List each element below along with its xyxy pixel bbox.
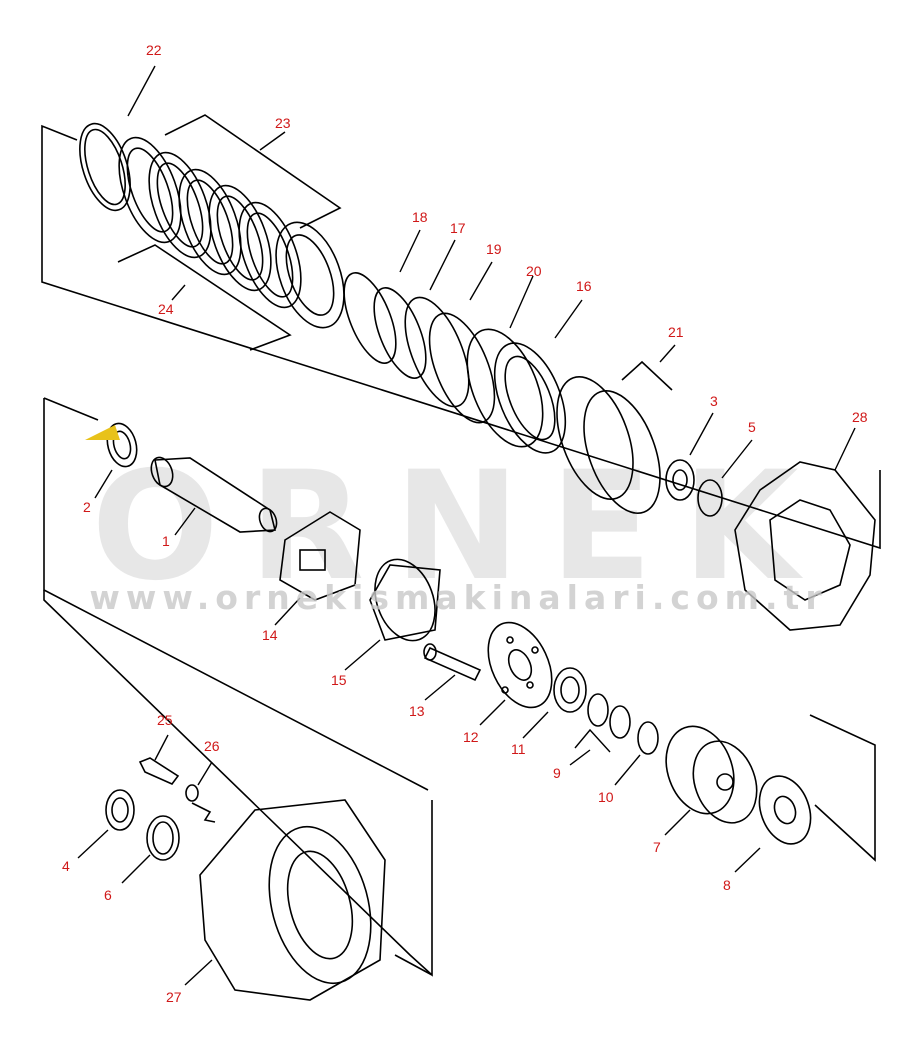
callout-4: 4 [62,858,70,874]
callout-25: 25 [157,712,173,728]
frame-right-group [809,714,876,862]
frame-bottom-group [43,590,433,977]
frame-top-group [41,124,881,550]
part-6-ring [146,815,180,861]
part-8-cover [758,775,812,845]
callout-14: 14 [262,627,278,643]
part-13-pin [423,643,482,682]
callout-10: 10 [598,789,614,805]
part-9-washers [587,693,631,739]
part-14-carrier [279,511,361,601]
part-20-seal [428,312,496,424]
callout-6: 6 [104,887,112,903]
part-17-ring [373,287,427,379]
part-28-housing [734,461,876,631]
callout-labels: 22 23 24 18 17 19 20 16 21 3 5 28 2 1 14… [62,42,868,1005]
part-10-ring [637,721,659,755]
part-12-plate [487,621,553,709]
part-15-thrust-plate [369,558,441,642]
callout-21: 21 [668,324,684,340]
part-21-rings [556,360,673,514]
part-18-ring [343,272,397,364]
part-11-gear [553,667,587,713]
part-4-seal [105,789,135,831]
callout-24: 24 [158,301,174,317]
part-16-piston [466,328,567,454]
callout-15: 15 [331,672,347,688]
callout-23: 23 [275,115,291,131]
callout-18: 18 [412,209,428,225]
callout-12: 12 [463,729,479,745]
watermark-url: www.ornekismakinalari.com.tr [89,578,828,617]
callout-26: 26 [204,738,220,754]
leader-lines [77,65,856,986]
part-2-bearing [106,422,138,468]
part-3-bearing [665,459,695,501]
accent-mark [85,425,120,440]
callout-11: 11 [511,741,526,757]
callout-2: 2 [83,499,91,515]
callout-5: 5 [748,419,756,435]
callout-19: 19 [486,241,502,257]
callout-28: 28 [852,409,868,425]
watermark-logo: ORNEK [91,440,829,614]
callout-13: 13 [409,703,425,719]
callout-9: 9 [553,765,561,781]
part-19-seal [404,296,470,408]
callout-1: 1 [162,533,170,549]
callout-22: 22 [146,42,162,58]
callout-8: 8 [723,877,731,893]
callout-17: 17 [450,220,466,236]
callout-20: 20 [526,263,542,279]
part-26-washer [185,784,199,802]
part-23-24-clutch-discs [117,114,345,351]
part-1-shaft [150,456,278,533]
part-25-bolt [138,757,180,785]
callout-7: 7 [653,839,661,855]
callout-16: 16 [576,278,592,294]
callout-3: 3 [710,393,718,409]
part-27-hub [199,799,386,1001]
frame-left-bracket [43,397,99,421]
callout-27: 27 [166,989,182,1005]
part-7-planet-carrier [665,725,758,824]
part-22-snap-ring [79,122,131,212]
part-5-o-ring [697,479,723,517]
